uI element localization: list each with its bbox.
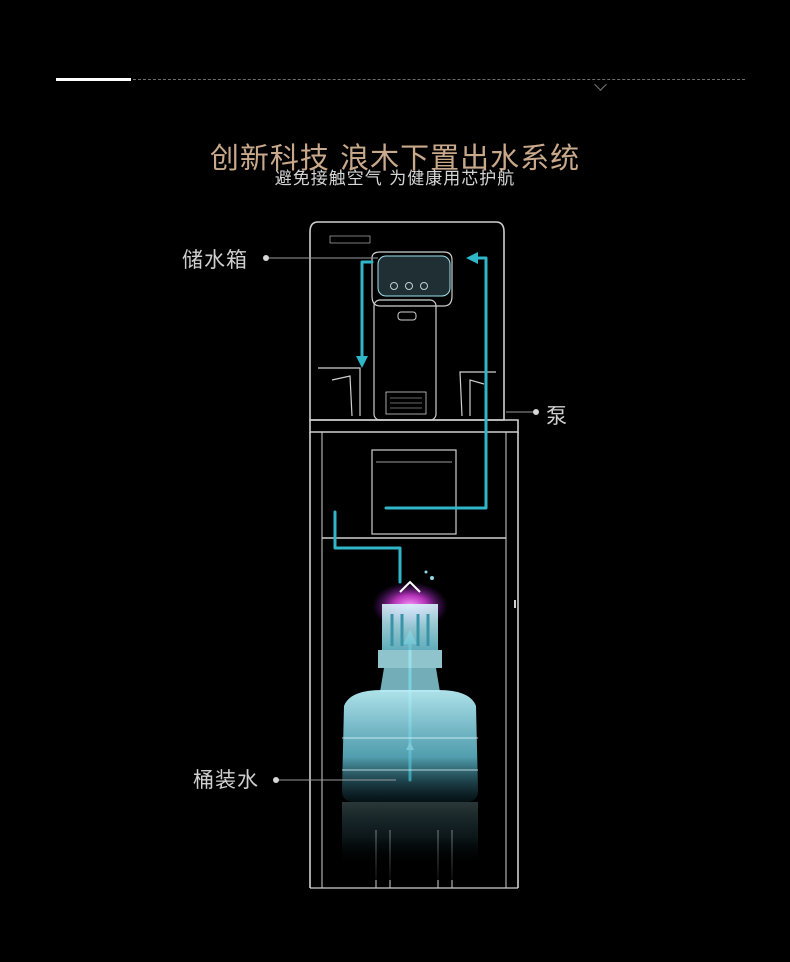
storage-tank bbox=[377, 255, 451, 297]
section-title: 创新科技 浪木下置出水系统 bbox=[209, 141, 581, 176]
label-storage-tank: 储水箱 bbox=[182, 248, 248, 272]
water-bottle bbox=[336, 570, 486, 880]
section-subtitle: 避免接触空气 为健康用芯护航 bbox=[274, 169, 516, 189]
label-pump: 泵 bbox=[546, 404, 568, 428]
header-rule-dashed bbox=[133, 79, 745, 80]
dispenser-upper-panel bbox=[309, 221, 505, 421]
header-rule-accent bbox=[56, 78, 131, 81]
dot-leader-icon bbox=[263, 255, 539, 783]
label-bottled-water: 桶装水 bbox=[193, 768, 259, 792]
